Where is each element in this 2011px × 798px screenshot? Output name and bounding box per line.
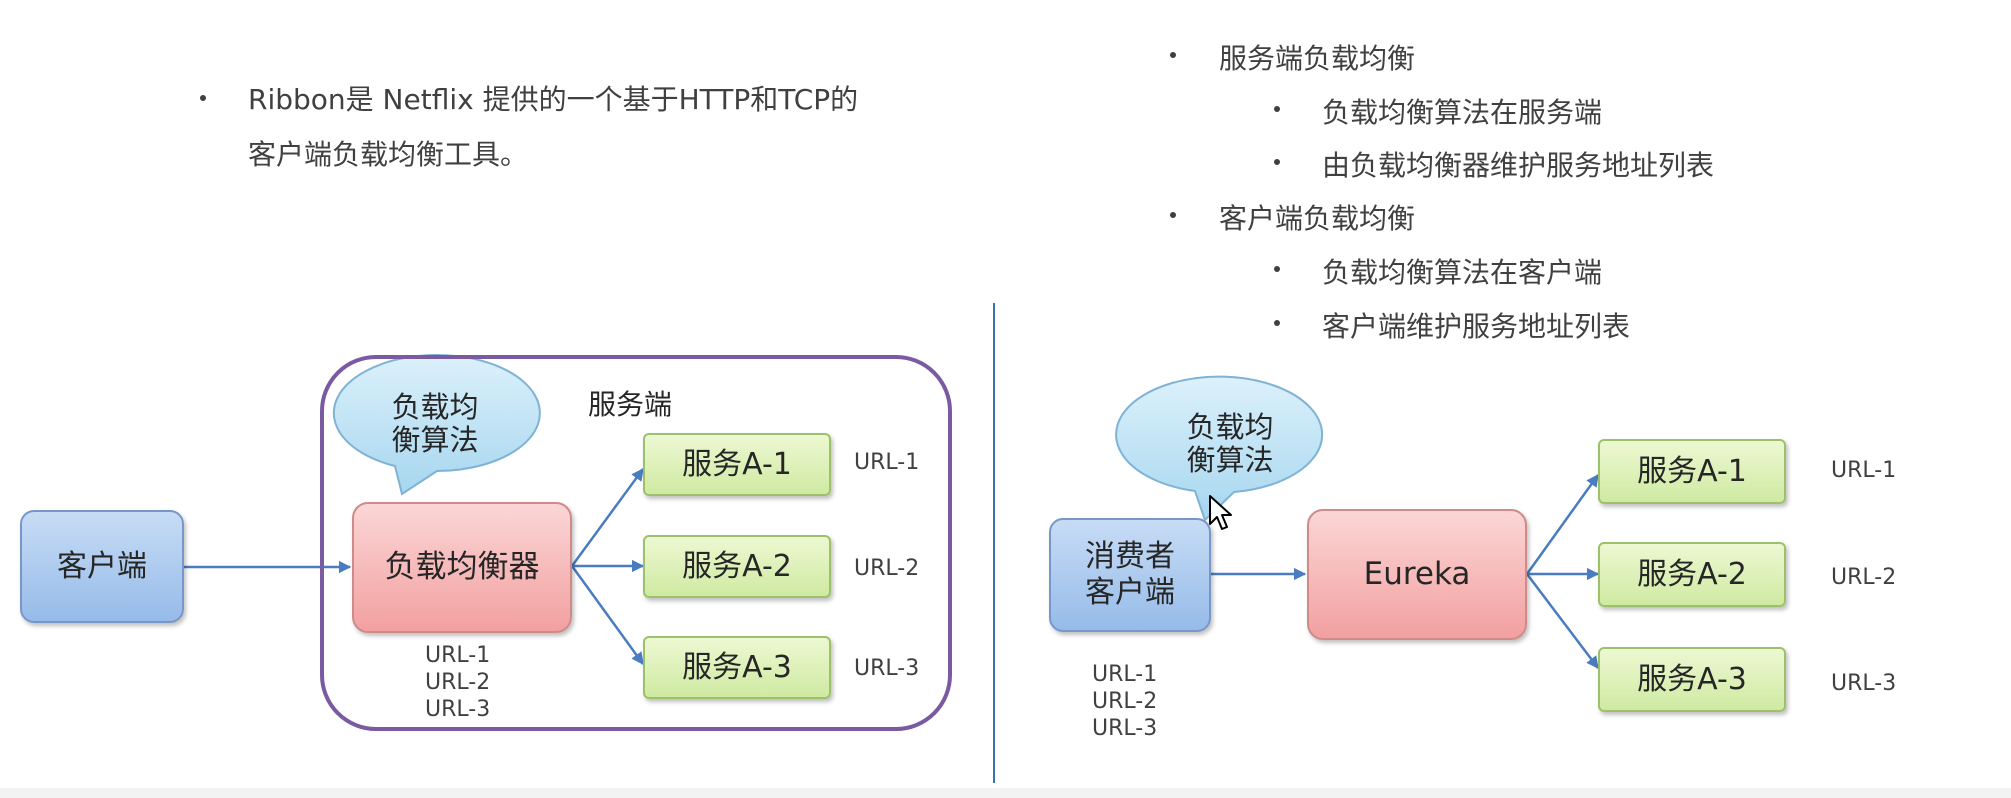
url-label-left-2: URL-2 bbox=[854, 556, 920, 581]
server-side-frame bbox=[320, 355, 952, 731]
section-divider bbox=[993, 303, 995, 783]
consumer-url-2: URL-2 bbox=[1092, 689, 1158, 714]
intro-text-line2: 客户端负载均衡工具。 bbox=[248, 138, 529, 171]
bubble-shape-right bbox=[1115, 375, 1324, 522]
lb-algorithm-bubble-left: 负载均 衡算法 bbox=[335, 390, 535, 458]
balancer-url-list: URL-1 URL-2 URL-3 bbox=[425, 642, 490, 723]
notes-bullet-client-2 bbox=[1274, 320, 1280, 326]
consumer-line1: 消费者 bbox=[1085, 539, 1175, 574]
url-label-left-3: URL-3 bbox=[854, 656, 920, 681]
bubble-right-line2: 衡算法 bbox=[1186, 443, 1274, 478]
url-label-right-2: URL-2 bbox=[1831, 565, 1897, 590]
arrow-eureka-to-service-3 bbox=[1526, 573, 1599, 669]
notes-server-lb: 服务端负载均衡 bbox=[1219, 42, 1416, 75]
service-a3-box-left: 服务A-3 bbox=[643, 636, 831, 699]
balancer-url-2: URL-2 bbox=[425, 670, 491, 695]
bubble-left-line1: 负载均 bbox=[391, 390, 479, 424]
url-label-right-1: URL-1 bbox=[1831, 458, 1897, 483]
eureka-box: Eureka bbox=[1307, 509, 1527, 640]
consumer-line2: 客户端 bbox=[1085, 575, 1175, 610]
service-a1-box-right: 服务A-1 bbox=[1598, 439, 1786, 504]
intro-text-line1: Ribbon是 Netflix 提供的一个基于HTTP和TCP的 bbox=[248, 83, 859, 116]
bubble-left-line2: 衡算法 bbox=[391, 423, 479, 458]
notes-server-lb-point2: 由负载均衡器维护服务地址列表 bbox=[1322, 149, 1715, 182]
server-side-label: 服务端 bbox=[588, 388, 673, 421]
lb-algorithm-bubble-right: 负载均 衡算法 bbox=[1130, 410, 1330, 478]
service-a2-box-right: 服务A-2 bbox=[1598, 542, 1786, 607]
bottom-strip bbox=[0, 788, 2011, 798]
service-a3-box-right: 服务A-3 bbox=[1598, 647, 1786, 712]
notes-client-lb-point1: 负载均衡算法在客户端 bbox=[1322, 256, 1603, 289]
intro-bullet bbox=[200, 95, 206, 101]
load-balancer-box: 负载均衡器 bbox=[352, 502, 572, 633]
mouse-cursor-icon bbox=[1209, 495, 1232, 530]
notes-client-lb-point2: 客户端维护服务地址列表 bbox=[1322, 310, 1631, 343]
notes-bullet-server bbox=[1170, 52, 1176, 58]
notes-bullet-server-1 bbox=[1274, 106, 1280, 112]
notes-bullet-client-1 bbox=[1274, 266, 1280, 272]
consumer-url-3: URL-3 bbox=[1092, 716, 1158, 741]
client-box: 客户端 bbox=[20, 510, 184, 623]
service-a2-box-left: 服务A-2 bbox=[643, 535, 831, 598]
bubble-right-line1: 负载均 bbox=[1186, 410, 1274, 444]
service-a1-box-left: 服务A-1 bbox=[643, 433, 831, 496]
arrow-eureka-to-service-1 bbox=[1525, 473, 1600, 575]
url-label-right-3: URL-3 bbox=[1831, 671, 1897, 696]
arrow-balancer-to-service-1 bbox=[570, 467, 645, 567]
consumer-url-1: URL-1 bbox=[1092, 662, 1158, 687]
consumer-url-list: URL-1 URL-2 URL-3 bbox=[1092, 661, 1157, 742]
arrow-balancer-to-service-3 bbox=[570, 565, 645, 666]
notes-server-lb-point1: 负载均衡算法在服务端 bbox=[1322, 96, 1603, 129]
url-label-left-1: URL-1 bbox=[854, 450, 920, 475]
balancer-url-1: URL-1 bbox=[425, 643, 491, 668]
balancer-url-3: URL-3 bbox=[425, 697, 491, 722]
notes-bullet-client bbox=[1170, 212, 1176, 218]
consumer-client-box: 消费者 客户端 bbox=[1049, 518, 1211, 632]
notes-bullet-server-2 bbox=[1274, 159, 1280, 165]
notes-client-lb: 客户端负载均衡 bbox=[1219, 202, 1416, 235]
